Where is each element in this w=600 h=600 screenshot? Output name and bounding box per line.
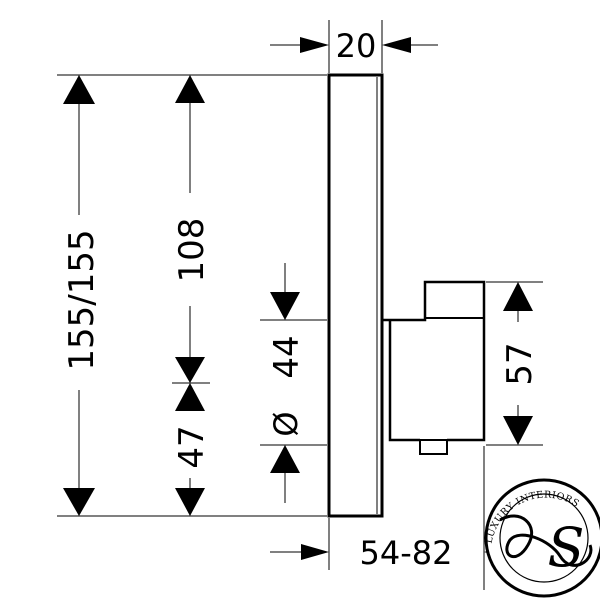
dim-label-upper-height: 108 [172,218,212,283]
dim-label-center-offset: 44 [267,335,307,378]
dim-label-lower-height: 47 [172,425,212,468]
dim-total-height: 155/155 [62,75,102,516]
luxury-interiors-logo: LUXURY INTERIORS S [484,478,600,598]
dim-lower-height: 47 [172,383,212,516]
dim-label-total-height: 155/155 [62,229,102,370]
valve-bottom-nub [419,439,448,455]
dim-depth-range: 54-82 [270,534,540,572]
valve-body [382,280,486,442]
dim-top-width: 20 [270,27,438,65]
dim-body-height: 57 [500,282,540,445]
cover-plate [327,73,384,518]
dim-upper-height: 108 [172,75,212,383]
dim-label-top-width: 20 [336,27,377,65]
diameter-symbol: Ø [267,411,305,436]
product-outline [327,73,486,518]
dim-label-depth-range: 54-82 [360,534,453,572]
dim-label-body-height: 57 [500,342,540,385]
extension-lines [57,20,543,590]
dim-center-offset: 44 Ø [267,263,307,503]
logo-flourish [499,514,593,567]
logo-monogram: S [548,516,585,579]
